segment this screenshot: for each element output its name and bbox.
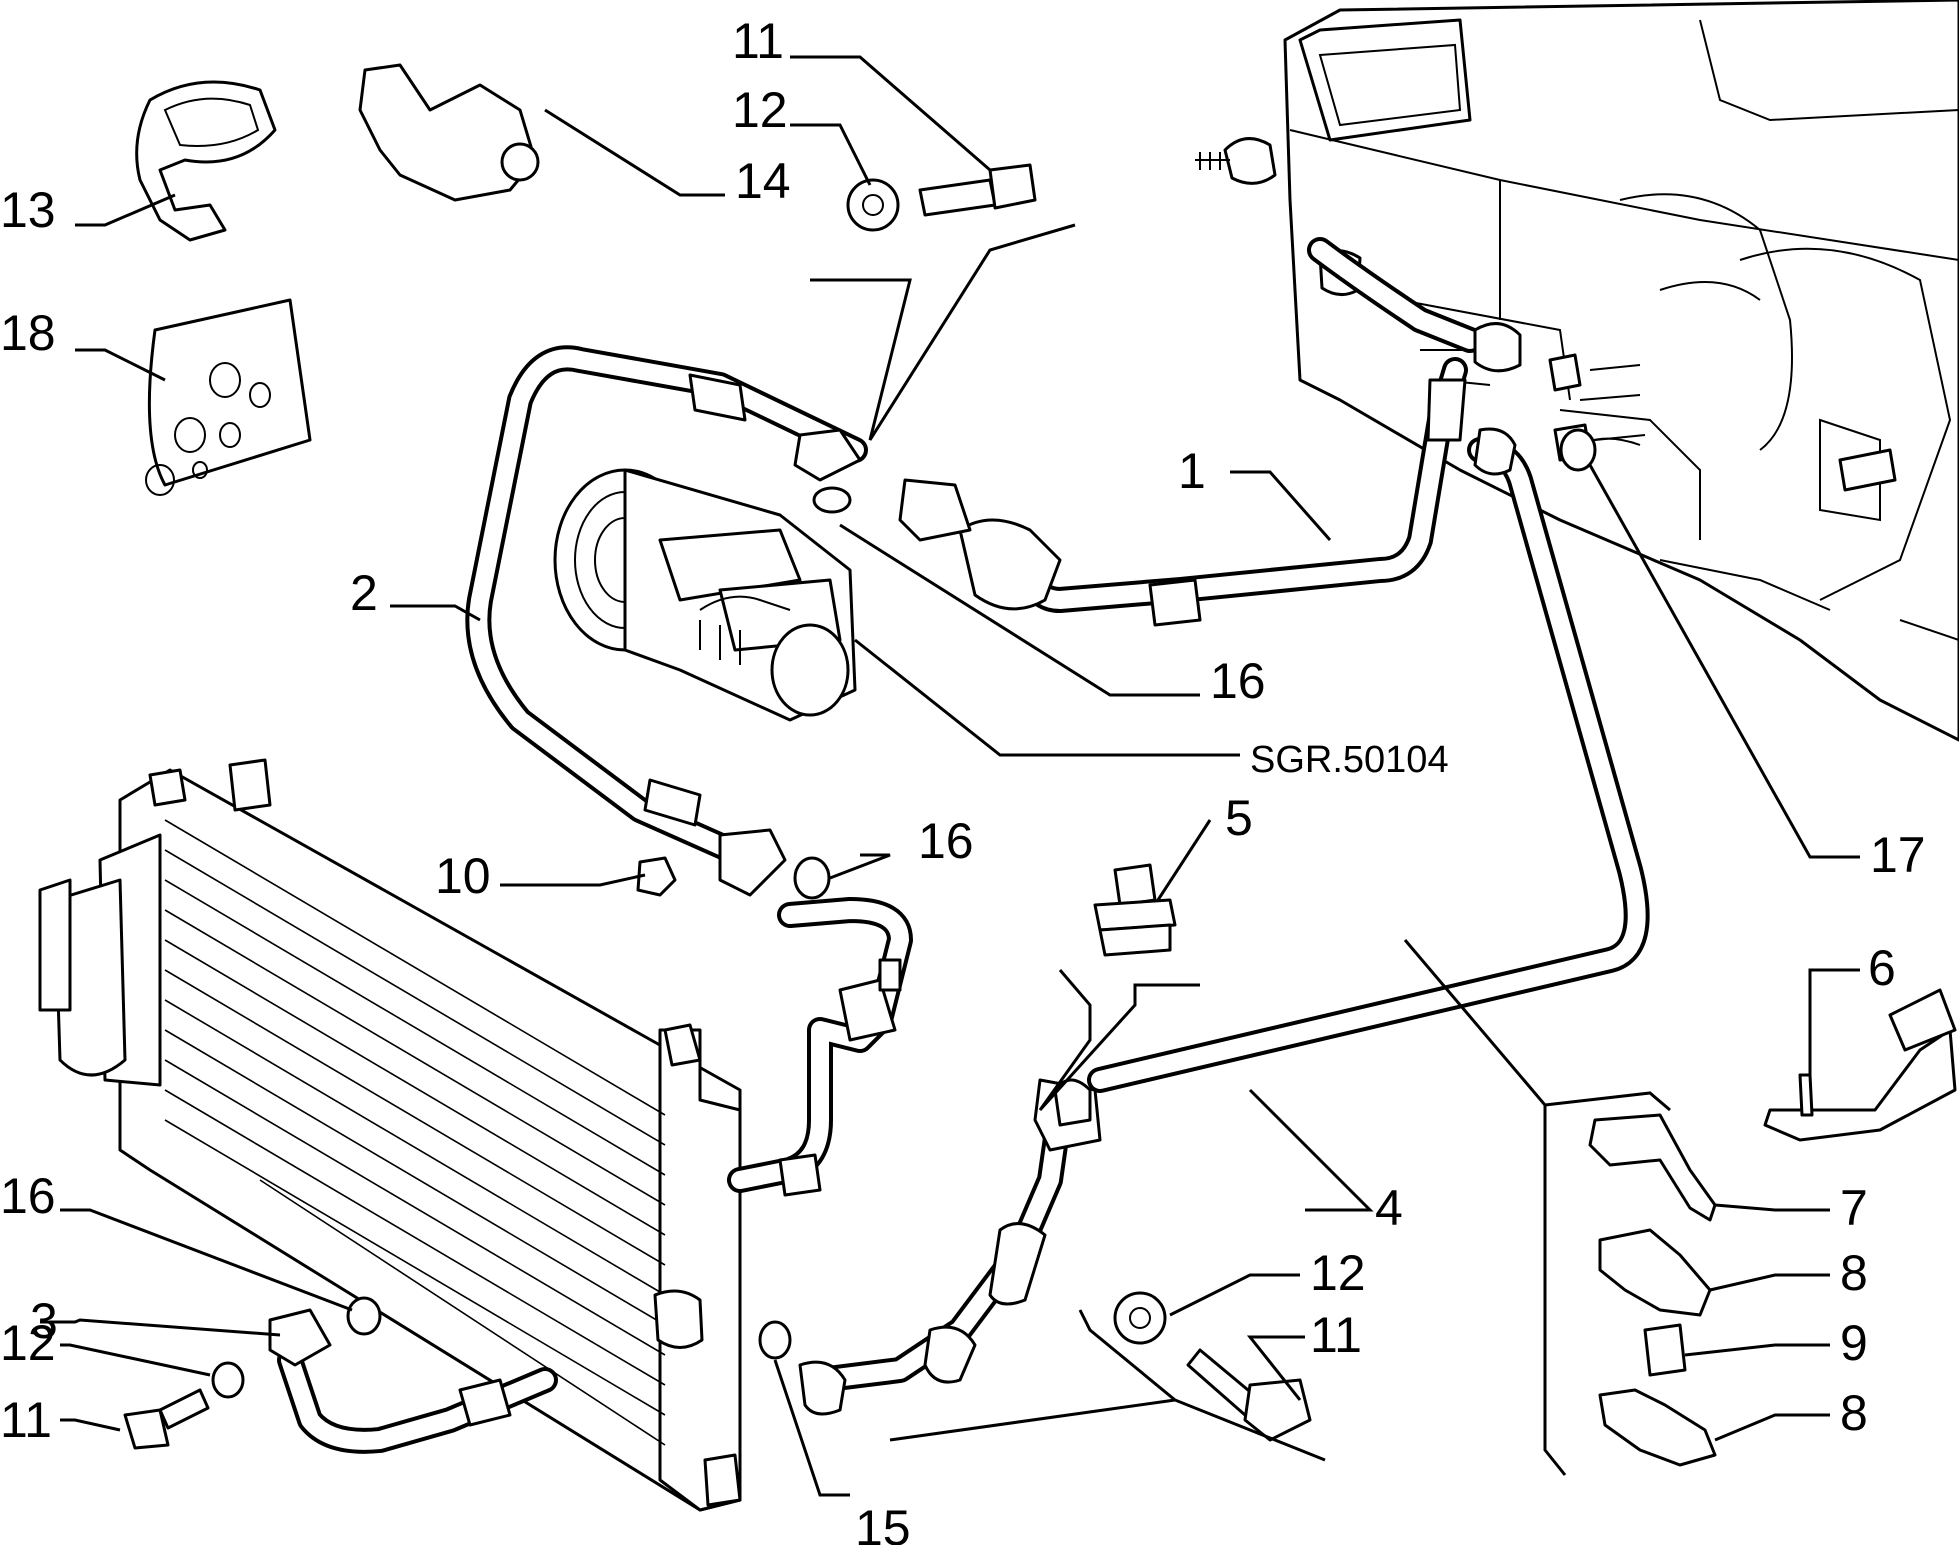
- callout-12-low: 12: [0, 1315, 56, 1371]
- callout-8-upper: 8: [1840, 1245, 1868, 1301]
- callout-5: 5: [1225, 790, 1253, 846]
- callout-12-top: 12: [732, 82, 788, 138]
- callout-10: 10: [435, 848, 491, 904]
- pipe-3-condenser-inlet: [268, 1308, 558, 1454]
- compressor: [553, 468, 857, 722]
- callout-4: 4: [1375, 1180, 1403, 1236]
- callout-11-low: 11: [0, 1392, 52, 1448]
- callout-8-lower: 8: [1840, 1385, 1868, 1441]
- callout-16-top: 16: [1210, 653, 1266, 709]
- clamp-8-lower: [1598, 1388, 1717, 1467]
- callout-labels: 1 2 3 4 5 6 7 8 8 9 10 11 11 11 12 12 12…: [0, 13, 1926, 1545]
- bolt-11-low: [123, 1388, 210, 1450]
- callout-15: 15: [855, 1500, 911, 1545]
- seal-ring-16-top: [812, 486, 852, 514]
- pipe-4-discharge-line: [798, 427, 1650, 1416]
- condenser: [38, 758, 742, 1512]
- callout-13: 13: [0, 182, 56, 238]
- callout-1: 1: [1178, 443, 1206, 499]
- reference-code: SGR.50104: [1250, 739, 1449, 781]
- pipe-2-compressor-line: [465, 345, 868, 897]
- callout-16-mid: 16: [918, 813, 974, 869]
- bolt-11-top: [918, 163, 1037, 217]
- washer-12-mid: [1113, 1291, 1167, 1345]
- evaporator-housing: [1195, 0, 1959, 742]
- clamp-7: [1588, 1113, 1717, 1222]
- seal-ring-15: [758, 1320, 792, 1360]
- nut-10: [636, 856, 677, 897]
- callout-6: 6: [1868, 940, 1896, 996]
- washer-12-top: [846, 178, 900, 232]
- callout-17: 17: [1870, 827, 1926, 883]
- spacer-9: [1643, 1323, 1687, 1377]
- callout-18: 18: [0, 305, 56, 361]
- callout-11-mid: 11: [1310, 1307, 1362, 1363]
- callout-9: 9: [1840, 1315, 1868, 1371]
- callout-14: 14: [735, 153, 791, 209]
- seal-ring-16-low: [346, 1296, 382, 1336]
- pressure-switch-5: [1093, 863, 1177, 957]
- clip-13: [135, 80, 277, 242]
- bracket-6: [1763, 988, 1957, 1142]
- callout-11-top: 11: [732, 13, 784, 69]
- group-brackets: [810, 223, 1671, 1476]
- clamp-8-upper: [1598, 1228, 1712, 1317]
- callout-2: 2: [350, 565, 378, 621]
- callout-7: 7: [1840, 1180, 1868, 1236]
- callout-12-mid: 12: [1310, 1245, 1366, 1301]
- pipe-1-suction-line: [898, 237, 1522, 627]
- bolt-11-mid: [1186, 1348, 1312, 1442]
- clamp-14: [358, 63, 540, 202]
- callout-16-low: 16: [0, 1168, 56, 1224]
- pipe-condenser-outlet: [727, 897, 913, 1197]
- callout-3: 3: [30, 1293, 58, 1349]
- seal-ring-16-mid: [793, 856, 831, 900]
- seal-kit-18: [145, 298, 312, 496]
- seal-ring-17: [1559, 428, 1597, 472]
- leader-lines: [40, 55, 1860, 1497]
- washer-12-low: [211, 1361, 245, 1399]
